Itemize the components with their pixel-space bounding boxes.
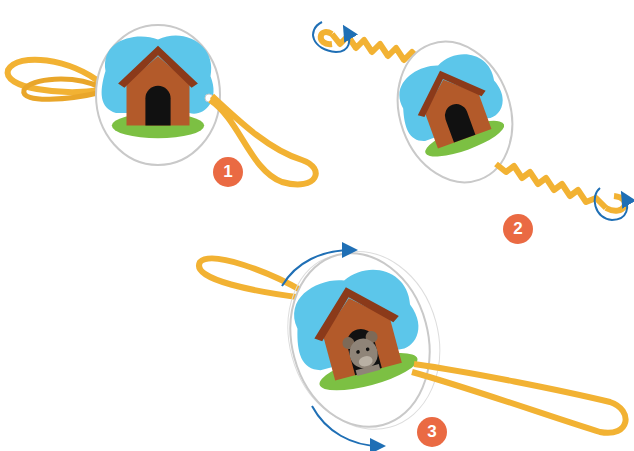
- callout-number: 1: [213, 157, 243, 187]
- callout-circle: [213, 157, 243, 187]
- callout-number: 3: [417, 417, 447, 447]
- step-one: [8, 25, 316, 184]
- step-two: [313, 22, 627, 220]
- callout-circle: [417, 417, 447, 447]
- step-three: [199, 235, 626, 447]
- callout-circle: [503, 214, 533, 244]
- callout-number: 2: [503, 214, 533, 244]
